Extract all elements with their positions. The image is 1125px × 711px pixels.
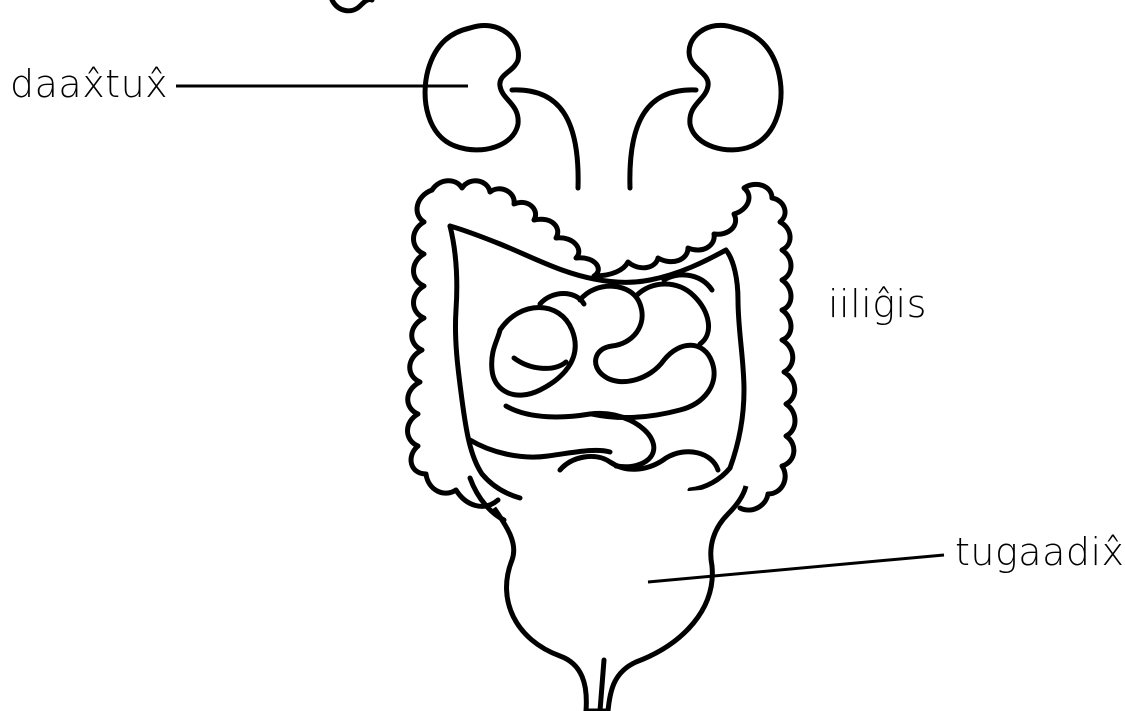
intestine-label: iiliĝis (828, 282, 927, 326)
ureter-left (512, 90, 578, 188)
kidney-right (689, 25, 781, 150)
kidney-label: daax̂tux̂ (10, 62, 168, 106)
small-intestine-9 (514, 358, 566, 368)
small-intestine-2 (580, 286, 714, 417)
bladder (494, 486, 746, 711)
small-intestine-8 (540, 294, 584, 305)
kidney-left (425, 26, 518, 150)
top-squiggle (332, 0, 372, 11)
small-intestine-4 (636, 284, 709, 344)
bladder-label: tugaadix̂ (955, 530, 1125, 574)
ureter-right (630, 90, 696, 188)
small-intestine-1 (492, 308, 576, 396)
small-intestine-7 (560, 452, 718, 470)
